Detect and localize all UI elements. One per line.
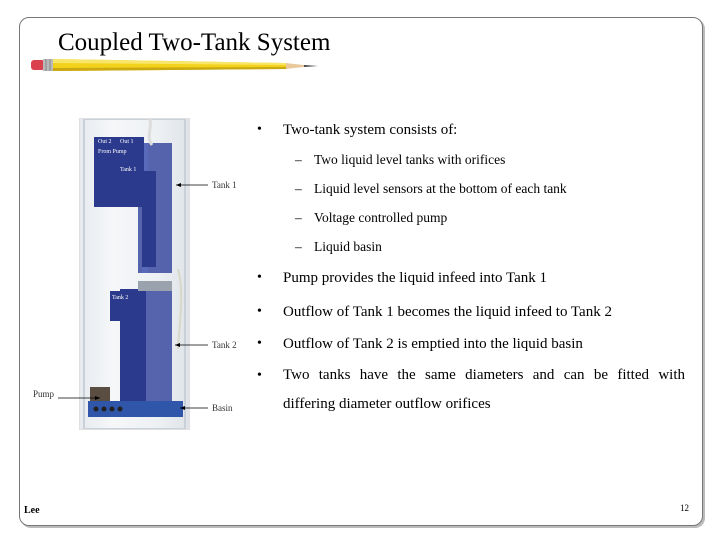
sub-bullet-text: Liquid level sensors at the bottom of ea… <box>314 181 567 196</box>
device-tank2-mark: Tank 2 <box>112 295 129 301</box>
pump-callout: Pump <box>33 389 55 399</box>
sub-bullet-text: Voltage controlled pump <box>314 210 448 225</box>
sub-bullet-text: Two liquid level tanks with orifices <box>314 152 506 167</box>
device-tank1-mark: Tank 1 <box>120 167 137 173</box>
bullet-text: Outflow of Tank 1 becomes the liquid inf… <box>283 304 612 320</box>
two-tank-photo: Out 2 Out 1 From Pump Tank 1 Tank 2 <box>79 118 190 430</box>
bullet-text: Pump provides the liquid infeed into Tan… <box>283 270 548 286</box>
basin-callout: Basin <box>212 403 233 413</box>
pencil-icon <box>31 59 318 71</box>
tank1-callout: Tank 1 <box>212 180 237 190</box>
slide-title: Coupled Two-Tank System <box>58 29 331 56</box>
callout-leaders <box>58 183 208 410</box>
page-number: 12 <box>680 503 689 513</box>
bullet-text: Two-tank system consists of: <box>283 122 458 138</box>
bullet-text: Two tanks have the same diameters and ca… <box>283 367 685 412</box>
device-out1-label: Out 1 <box>120 139 134 145</box>
sub-bullet-text: Liquid basin <box>314 239 382 254</box>
device-from-pump-label: From Pump <box>98 149 127 155</box>
device-out2-label: Out 2 <box>98 139 112 145</box>
bullet-text: Outflow of Tank 2 is emptied into the li… <box>283 336 583 352</box>
footer-author: Lee <box>24 505 40 516</box>
tank2-callout: Tank 2 <box>212 340 237 350</box>
